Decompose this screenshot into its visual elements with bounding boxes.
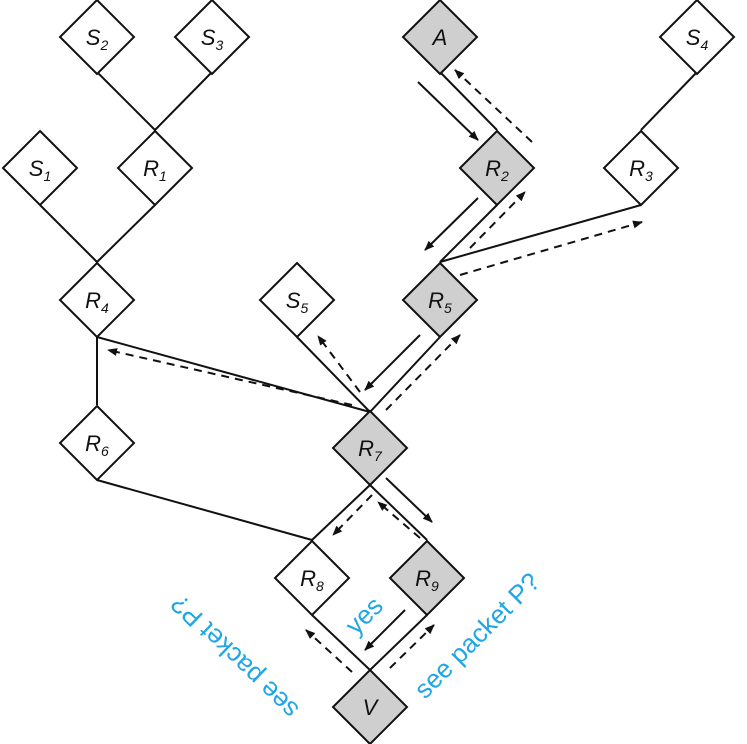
- node-v: V: [331, 668, 409, 744]
- node-label: R5: [428, 288, 452, 316]
- node-shape: [58, 0, 136, 76]
- node-shape: [58, 404, 136, 482]
- link-r5-r2: [439, 204, 498, 263]
- node-r1: R1: [116, 129, 194, 207]
- node-shape: [273, 539, 351, 617]
- dashed-arrows: [107, 69, 643, 673]
- arrow-r2-to-r5: [424, 197, 479, 251]
- node-s3: S3: [173, 0, 251, 76]
- link-s5-r7: [296, 336, 371, 413]
- node-shape: [1, 129, 79, 207]
- node-r7: R7: [331, 409, 409, 487]
- link-r7-r8: [311, 484, 371, 541]
- node-shape: [173, 0, 251, 76]
- link-s2-r1: [96, 71, 156, 131]
- node-r4: R4: [58, 261, 136, 339]
- dashed-r7-to-r8: [332, 494, 373, 536]
- dashed-r2-to-a: [454, 69, 533, 143]
- node-shape: [401, 261, 479, 339]
- node-s5: S5: [258, 261, 336, 339]
- node-r3: R3: [602, 129, 680, 207]
- node-r8: R8: [273, 539, 351, 617]
- link-r1-r4: [96, 204, 156, 263]
- node-label: R9: [415, 566, 439, 594]
- node-shape: [658, 0, 736, 76]
- links: [39, 71, 698, 671]
- node-shape: [388, 539, 466, 617]
- node-r2: R2: [458, 129, 536, 207]
- node-shape: [401, 0, 479, 76]
- link-r6-r8: [96, 479, 313, 541]
- node-label: S5: [286, 288, 309, 316]
- link-r9-v: [369, 614, 428, 671]
- node-label: R3: [629, 156, 653, 184]
- arrow-r9-to-v: [364, 609, 406, 651]
- node-r5: R5: [401, 261, 479, 339]
- node-label: R8: [300, 566, 324, 594]
- node-shape: [58, 261, 136, 339]
- dashed-r7-to-s5: [317, 335, 361, 393]
- dashed-r5-to-r3: [459, 220, 643, 276]
- node-label: S4: [686, 25, 709, 53]
- dashed-r9-to-r7: [377, 501, 421, 539]
- node-label: R2: [485, 156, 509, 184]
- link-r4-r7: [96, 336, 371, 413]
- node-label: A: [431, 25, 448, 50]
- node-shape: [602, 129, 680, 207]
- node-shape: [116, 129, 194, 207]
- node-shape: [458, 129, 536, 207]
- arrow-r7-to-r9: [385, 477, 433, 523]
- arrow-a-to-r2: [417, 81, 479, 141]
- node-r6: R6: [58, 404, 136, 482]
- node-s2: S2: [58, 0, 136, 76]
- node-s1: S1: [1, 129, 79, 207]
- node-label: S2: [86, 25, 109, 53]
- node-shape: [258, 261, 336, 339]
- dashed-r7-to-r5: [385, 334, 461, 411]
- node-s4: S4: [658, 0, 736, 76]
- left-question-label: see packet P?: [165, 589, 304, 725]
- link-a-r2: [439, 71, 498, 131]
- link-s4-r3: [640, 71, 698, 131]
- node-label: S3: [201, 25, 224, 53]
- dashed-v-to-r9: [389, 624, 435, 669]
- dashed-v-to-r8: [305, 629, 353, 673]
- node-shape: [331, 409, 409, 487]
- link-r7-r9: [369, 484, 428, 541]
- node-r9: R9: [388, 539, 466, 617]
- link-s1-r4: [39, 204, 98, 263]
- node-label: R1: [143, 156, 167, 184]
- solid-arrows: [364, 81, 479, 651]
- node-label: R7: [358, 436, 383, 464]
- link-r8-v: [311, 614, 371, 671]
- node-label: R4: [85, 288, 109, 316]
- node-label: V: [363, 695, 380, 720]
- link-r5-r3: [439, 204, 642, 263]
- node-label: S1: [29, 156, 51, 184]
- node-label: R6: [85, 431, 109, 459]
- node-a: A: [401, 0, 479, 76]
- link-r5-r7: [369, 336, 441, 413]
- arrow-r5-to-r7: [364, 334, 421, 391]
- link-s3-r1: [154, 71, 213, 131]
- node-shape: [331, 668, 409, 744]
